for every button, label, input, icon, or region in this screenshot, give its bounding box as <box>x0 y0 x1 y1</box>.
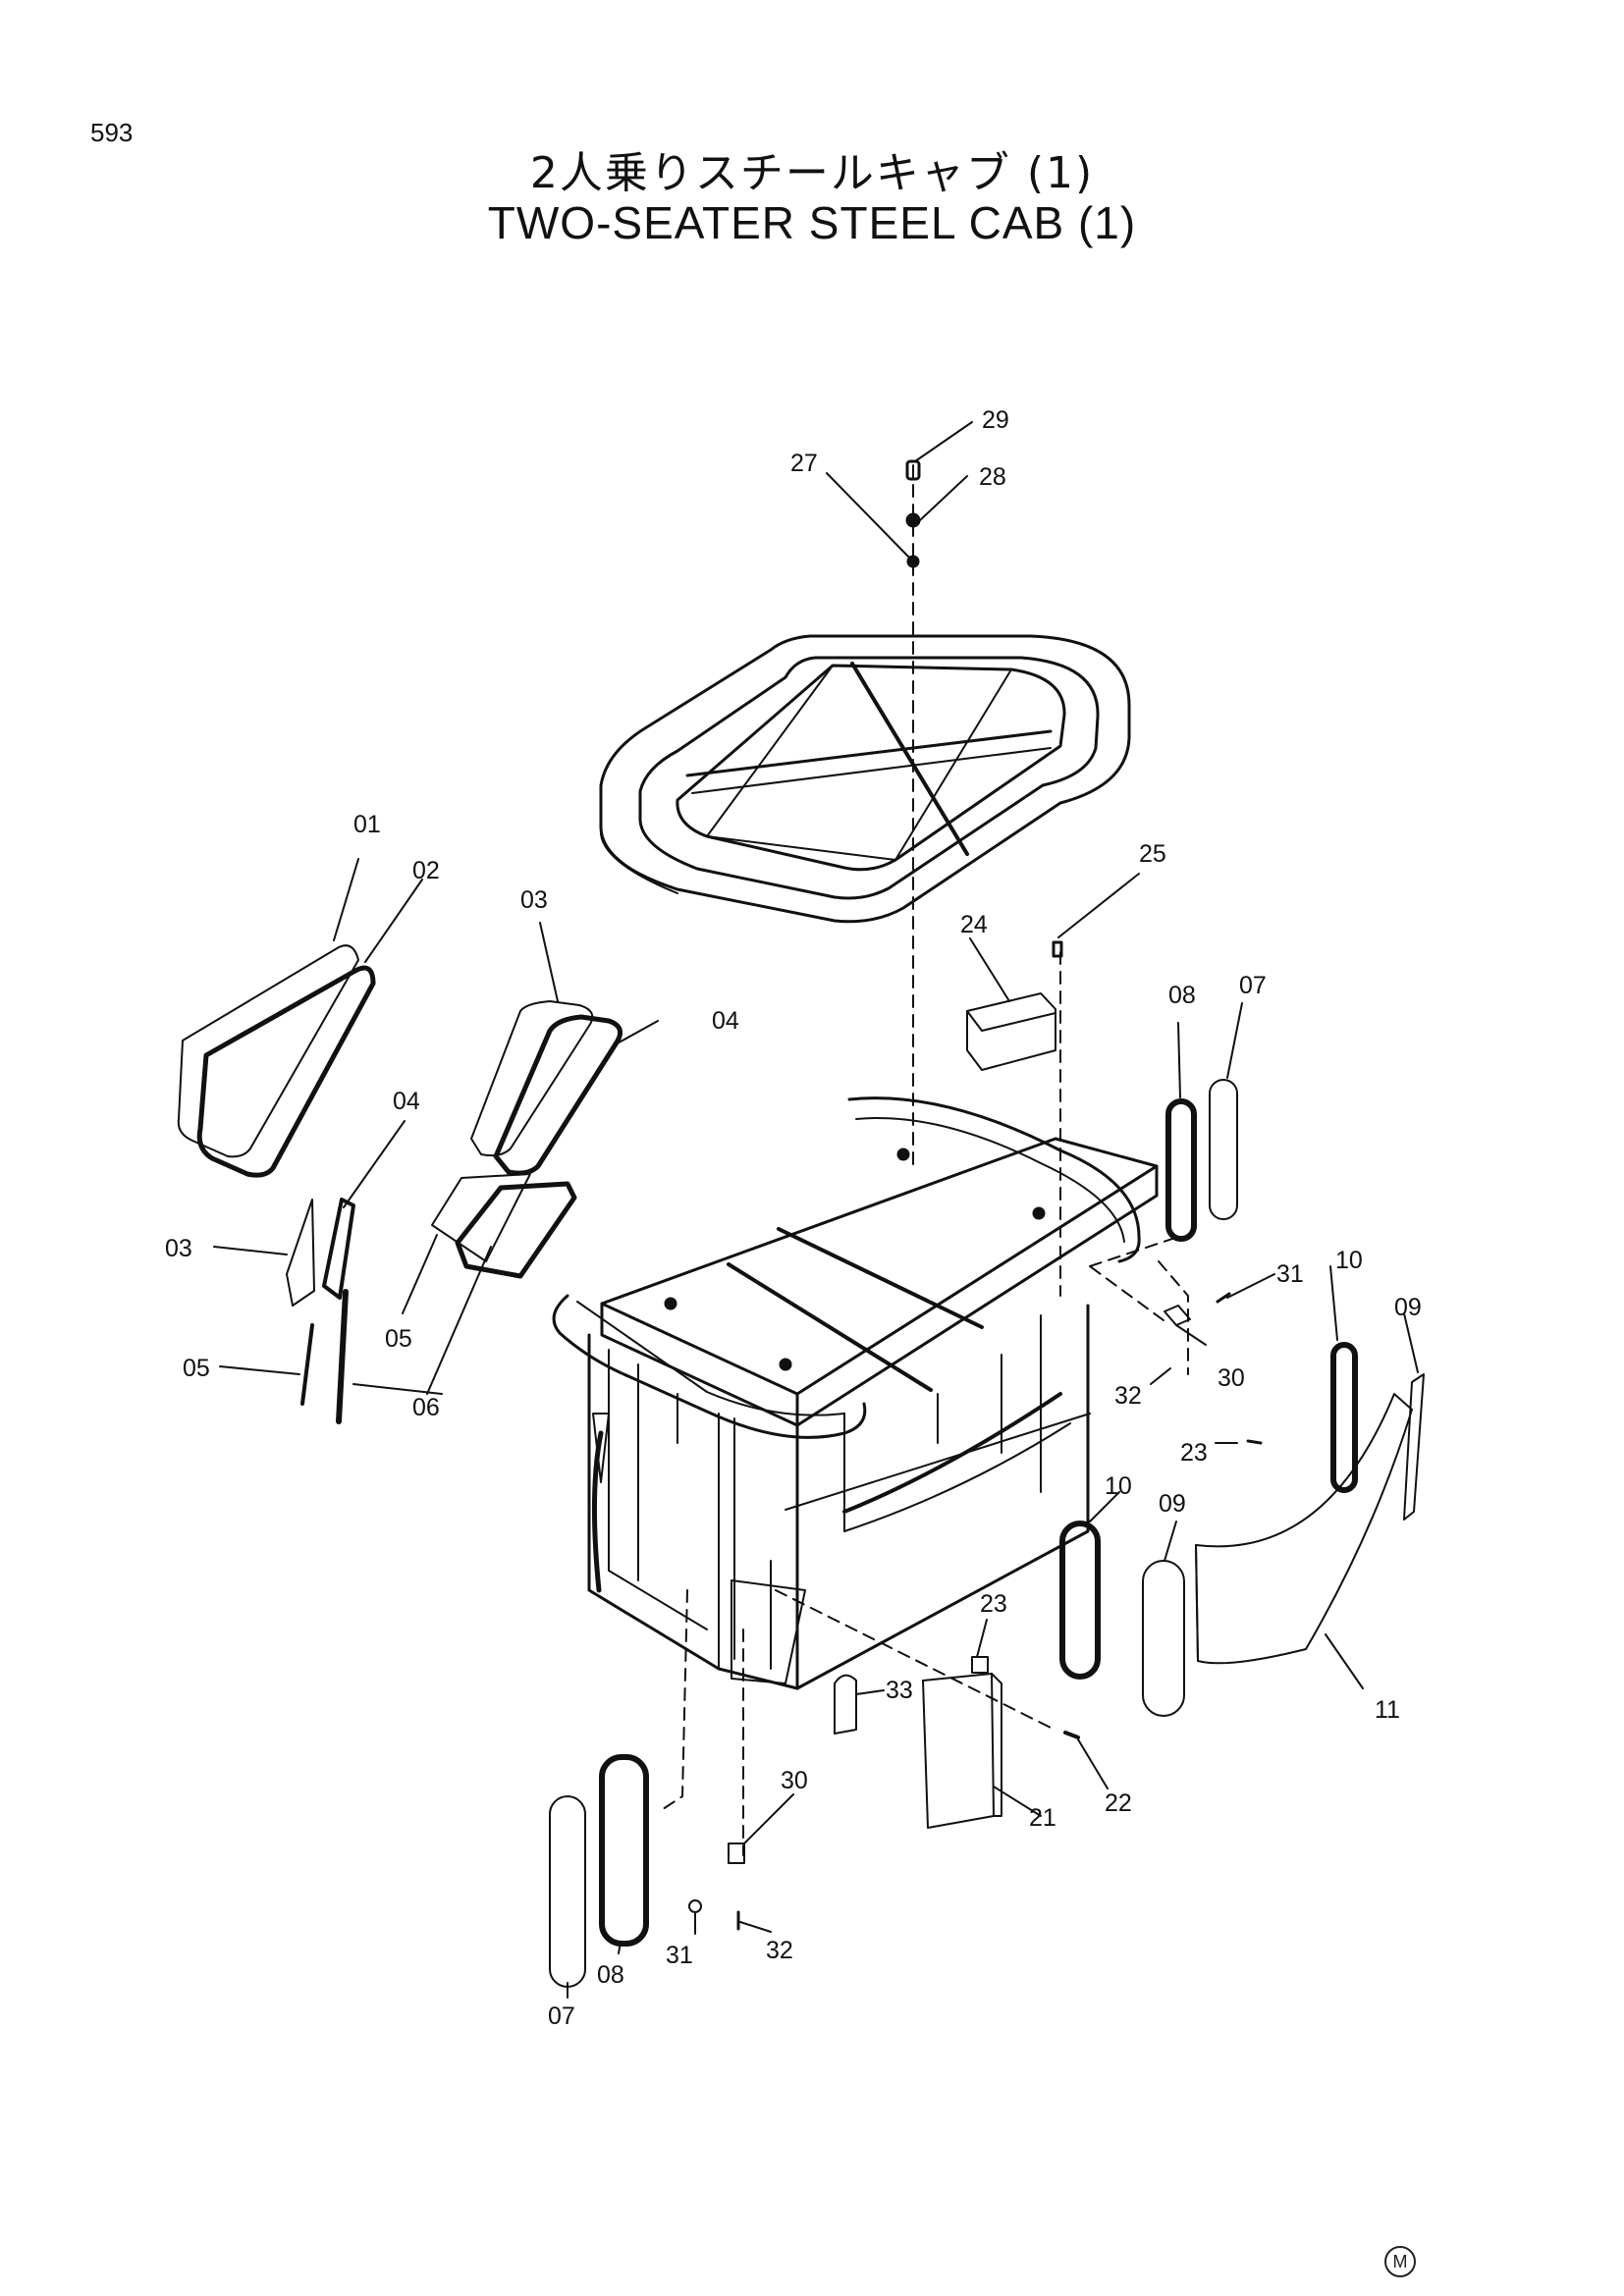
callout-24: 24 <box>960 911 988 938</box>
callout-32: 32 <box>766 1937 793 1964</box>
callout-09: 09 <box>1159 1490 1186 1518</box>
callout-30: 30 <box>781 1767 808 1794</box>
callout-23: 23 <box>1180 1439 1208 1467</box>
callout-08: 08 <box>1168 982 1196 1009</box>
title-english: TWO-SEATER STEEL CAB (1) <box>487 197 1137 248</box>
left-window-set <box>177 944 623 1424</box>
callout-11: 11 <box>1375 1696 1400 1724</box>
callout-27: 27 <box>790 450 818 477</box>
callout-03: 03 <box>165 1235 192 1262</box>
callout-06: 06 <box>412 1394 440 1421</box>
callout-04: 04 <box>393 1088 420 1115</box>
callout-04: 04 <box>712 1007 739 1035</box>
callout-labels: 29 27 28 01 02 03 04 04 03 05 05 06 25 2… <box>165 406 1422 2030</box>
callout-25: 25 <box>1139 840 1166 868</box>
roof-panel <box>599 634 1131 924</box>
callout-05: 05 <box>385 1325 412 1353</box>
callout-08: 08 <box>597 1961 624 1989</box>
page-number: 593 <box>90 118 134 147</box>
right-window-set <box>1059 1079 1425 1717</box>
callout-31: 31 <box>1276 1260 1304 1288</box>
callout-07: 07 <box>1239 972 1267 999</box>
callout-29: 29 <box>982 406 1009 434</box>
callout-09: 09 <box>1394 1294 1422 1321</box>
callout-02: 02 <box>412 857 440 884</box>
callout-32: 32 <box>1114 1382 1142 1410</box>
lower-small-parts <box>549 1656 1080 1988</box>
callout-07: 07 <box>548 2002 575 2030</box>
roof-fastener-chain <box>905 459 921 1169</box>
callout-21: 21 <box>1029 1804 1056 1832</box>
callout-31: 31 <box>666 1942 693 1969</box>
callout-33: 33 <box>886 1677 913 1704</box>
callout-28: 28 <box>979 463 1006 491</box>
callout-23: 23 <box>980 1590 1007 1618</box>
callout-05: 05 <box>183 1355 210 1382</box>
leader-lines <box>213 421 1419 1999</box>
cab-guide-lines <box>659 951 1189 1856</box>
bracket-24-25 <box>966 940 1063 1071</box>
callout-01: 01 <box>353 811 381 838</box>
catalog-mark: M <box>1384 2246 1416 2277</box>
callout-10: 10 <box>1105 1472 1132 1500</box>
callout-03: 03 <box>520 886 548 914</box>
title-japanese: 2人乗りスチールキャブ (1) <box>529 148 1095 198</box>
callout-30: 30 <box>1218 1364 1245 1392</box>
callout-10: 10 <box>1335 1247 1363 1274</box>
callout-22: 22 <box>1105 1789 1132 1817</box>
cab-body <box>552 1096 1159 1690</box>
